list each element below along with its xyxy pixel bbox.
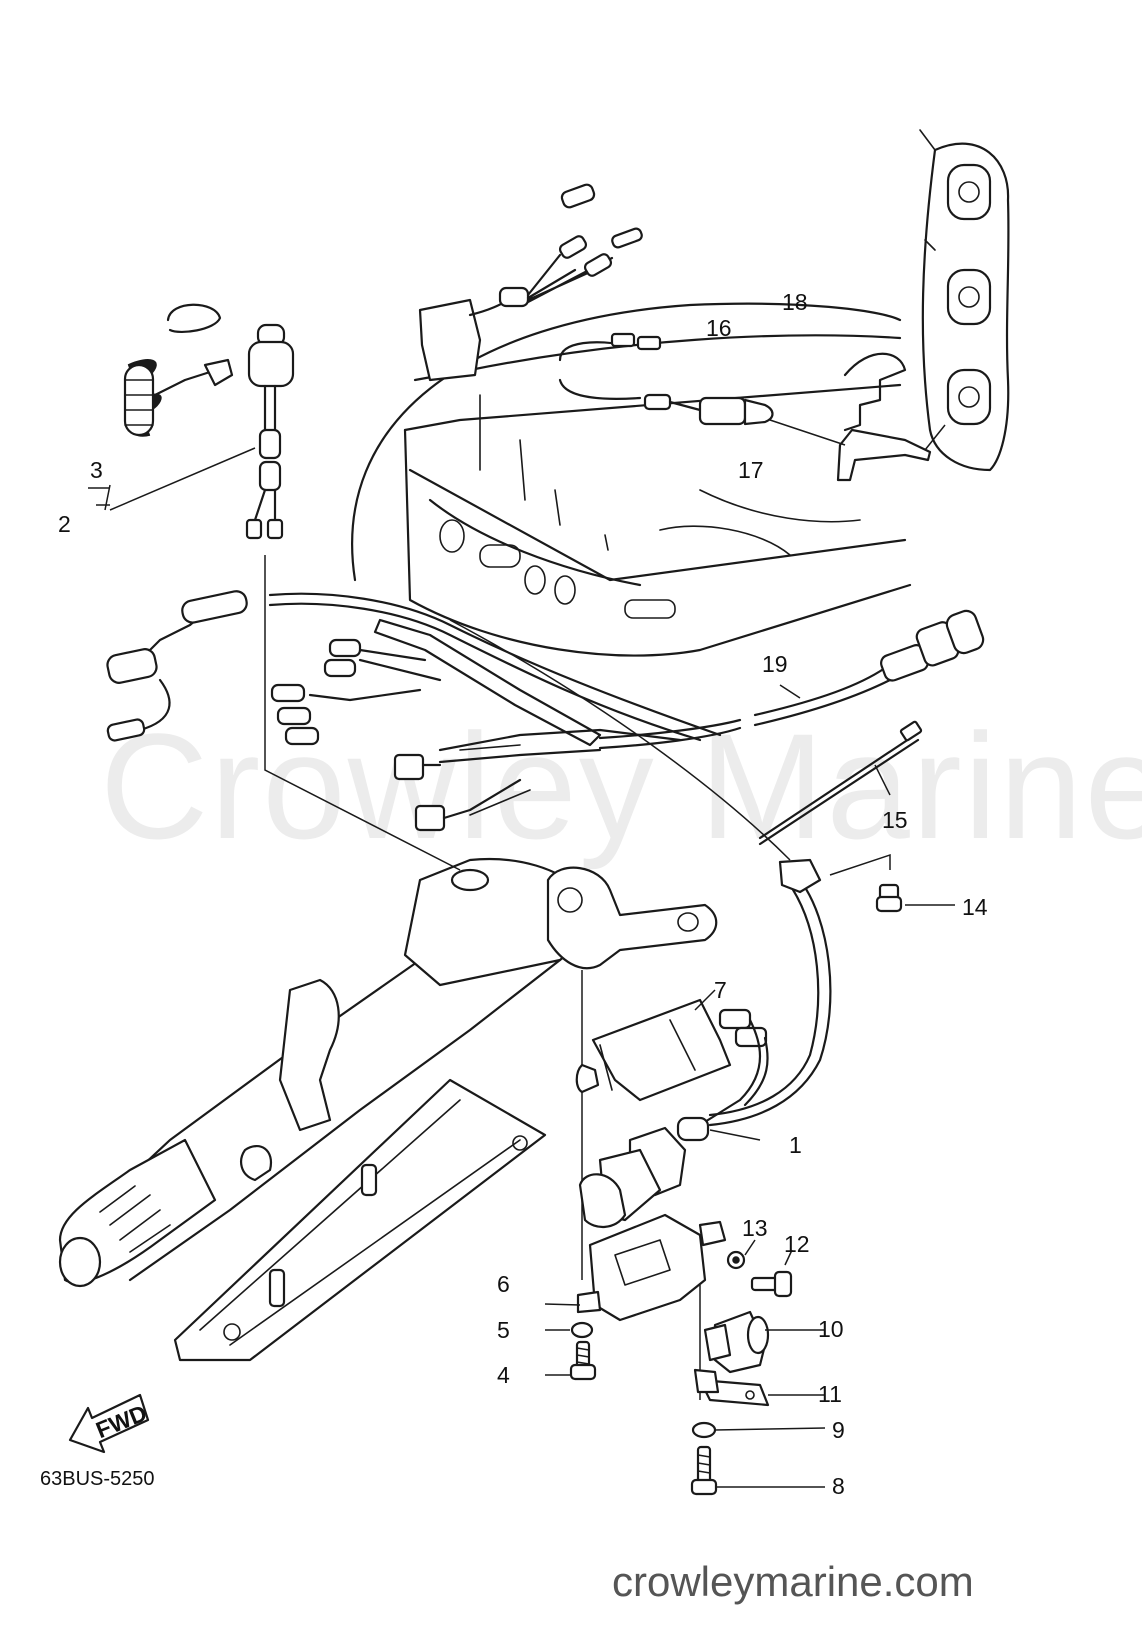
callout-2: 2 — [58, 511, 71, 537]
harness-upper-connector — [418, 183, 643, 382]
intake-manifold — [919, 129, 1010, 472]
callout-labels: 1 2 3 4 5 6 7 8 9 10 11 12 13 14 15 16 1… — [58, 289, 988, 1499]
watermark: Crowley Marine — [100, 702, 1142, 870]
routing-lines — [264, 555, 891, 1400]
part-7-cover — [575, 989, 769, 1127]
callout-5: 5 — [497, 1317, 510, 1343]
callout-11: 11 — [818, 1381, 842, 1407]
callout-7: 7 — [714, 977, 727, 1003]
callout-4: 4 — [497, 1362, 510, 1388]
callout-15: 15 — [882, 807, 908, 833]
part-8-bolt — [690, 1445, 825, 1496]
part-9-washer — [691, 1421, 826, 1439]
part-12-screw — [750, 1249, 793, 1298]
part-14-bolt — [875, 883, 955, 913]
callout-18: 18 — [782, 289, 808, 315]
site-url: crowleymarine.com — [612, 1558, 974, 1605]
callout-12: 12 — [784, 1231, 810, 1257]
callout-17: 17 — [738, 457, 764, 483]
tiller-handle — [58, 857, 718, 1362]
part-16-thermo-sensor — [558, 332, 774, 426]
callout-9: 9 — [832, 1417, 845, 1443]
callout-10: 10 — [818, 1316, 844, 1342]
part-4-bolt — [545, 1340, 597, 1381]
callout-14: 14 — [962, 894, 988, 920]
callout-13: 13 — [742, 1215, 768, 1241]
part-3-lanyard — [123, 303, 234, 437]
part-1-switch — [578, 858, 832, 1228]
callout-6: 6 — [497, 1271, 510, 1297]
callout-1: 1 — [789, 1132, 802, 1158]
part-2-stop-switch — [88, 323, 295, 540]
part-11-clamp — [693, 1368, 825, 1407]
callout-19: 19 — [762, 651, 788, 677]
part-13-washer — [726, 1239, 756, 1270]
callout-16: 16 — [706, 315, 732, 341]
part-18-clip — [843, 352, 907, 432]
part-15-cable-tie — [758, 720, 923, 846]
part-17-bracket — [769, 419, 946, 482]
lower-cowling — [351, 302, 912, 657]
fwd-direction-arrow: FWD — [68, 1393, 150, 1454]
part-6-bracket — [544, 1213, 727, 1322]
part-5-washer — [545, 1321, 594, 1339]
part-19-cable — [598, 609, 985, 750]
callout-3: 3 — [90, 457, 103, 483]
part-10-connector — [703, 1310, 825, 1374]
drawing-code: 63BUS-5250 — [40, 1468, 155, 1490]
main-wiring-harness — [106, 590, 722, 832]
callout-8: 8 — [832, 1473, 845, 1499]
